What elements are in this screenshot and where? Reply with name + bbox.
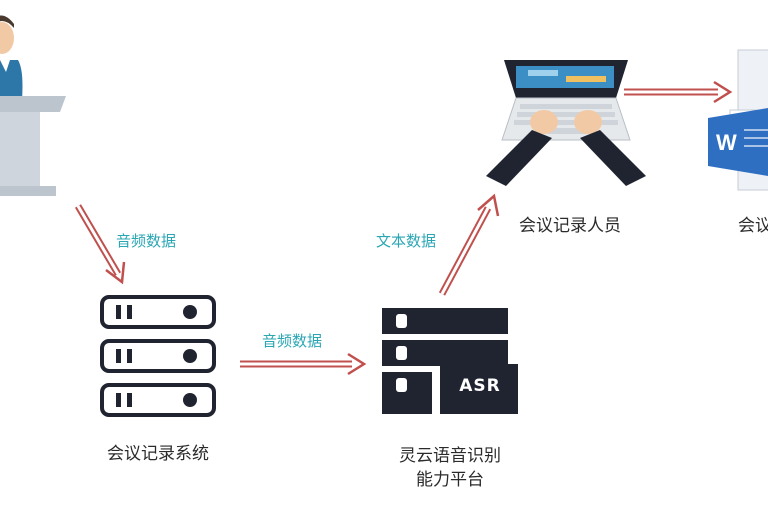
edge-label-system-to-asr: 音频数据 (262, 332, 323, 350)
arrow-speaker-to-system (74, 204, 126, 285)
node-label-asr-line2: 能力平台 (416, 470, 484, 490)
podium-top (0, 96, 66, 112)
node-label-meeting-system: 会议记录系统 (107, 444, 209, 464)
edge-label-speaker-to-system: 音频数据 (116, 232, 177, 250)
arrow-asr-to-recorder (438, 193, 500, 296)
node-label-document: 会议 (738, 216, 768, 236)
node-label-recorder: 会议记录人员 (519, 216, 621, 236)
arrow-recorder-to-document (624, 80, 733, 104)
svg-text:W: W (716, 130, 737, 155)
arrow-system-to-asr (240, 352, 367, 376)
edge-label-asr-to-recorder: 文本数据 (376, 232, 437, 250)
asr-badge: ASR (459, 376, 501, 396)
node-label-asr-line1: 灵云语音识别 (399, 446, 501, 466)
podium-body (0, 112, 40, 190)
